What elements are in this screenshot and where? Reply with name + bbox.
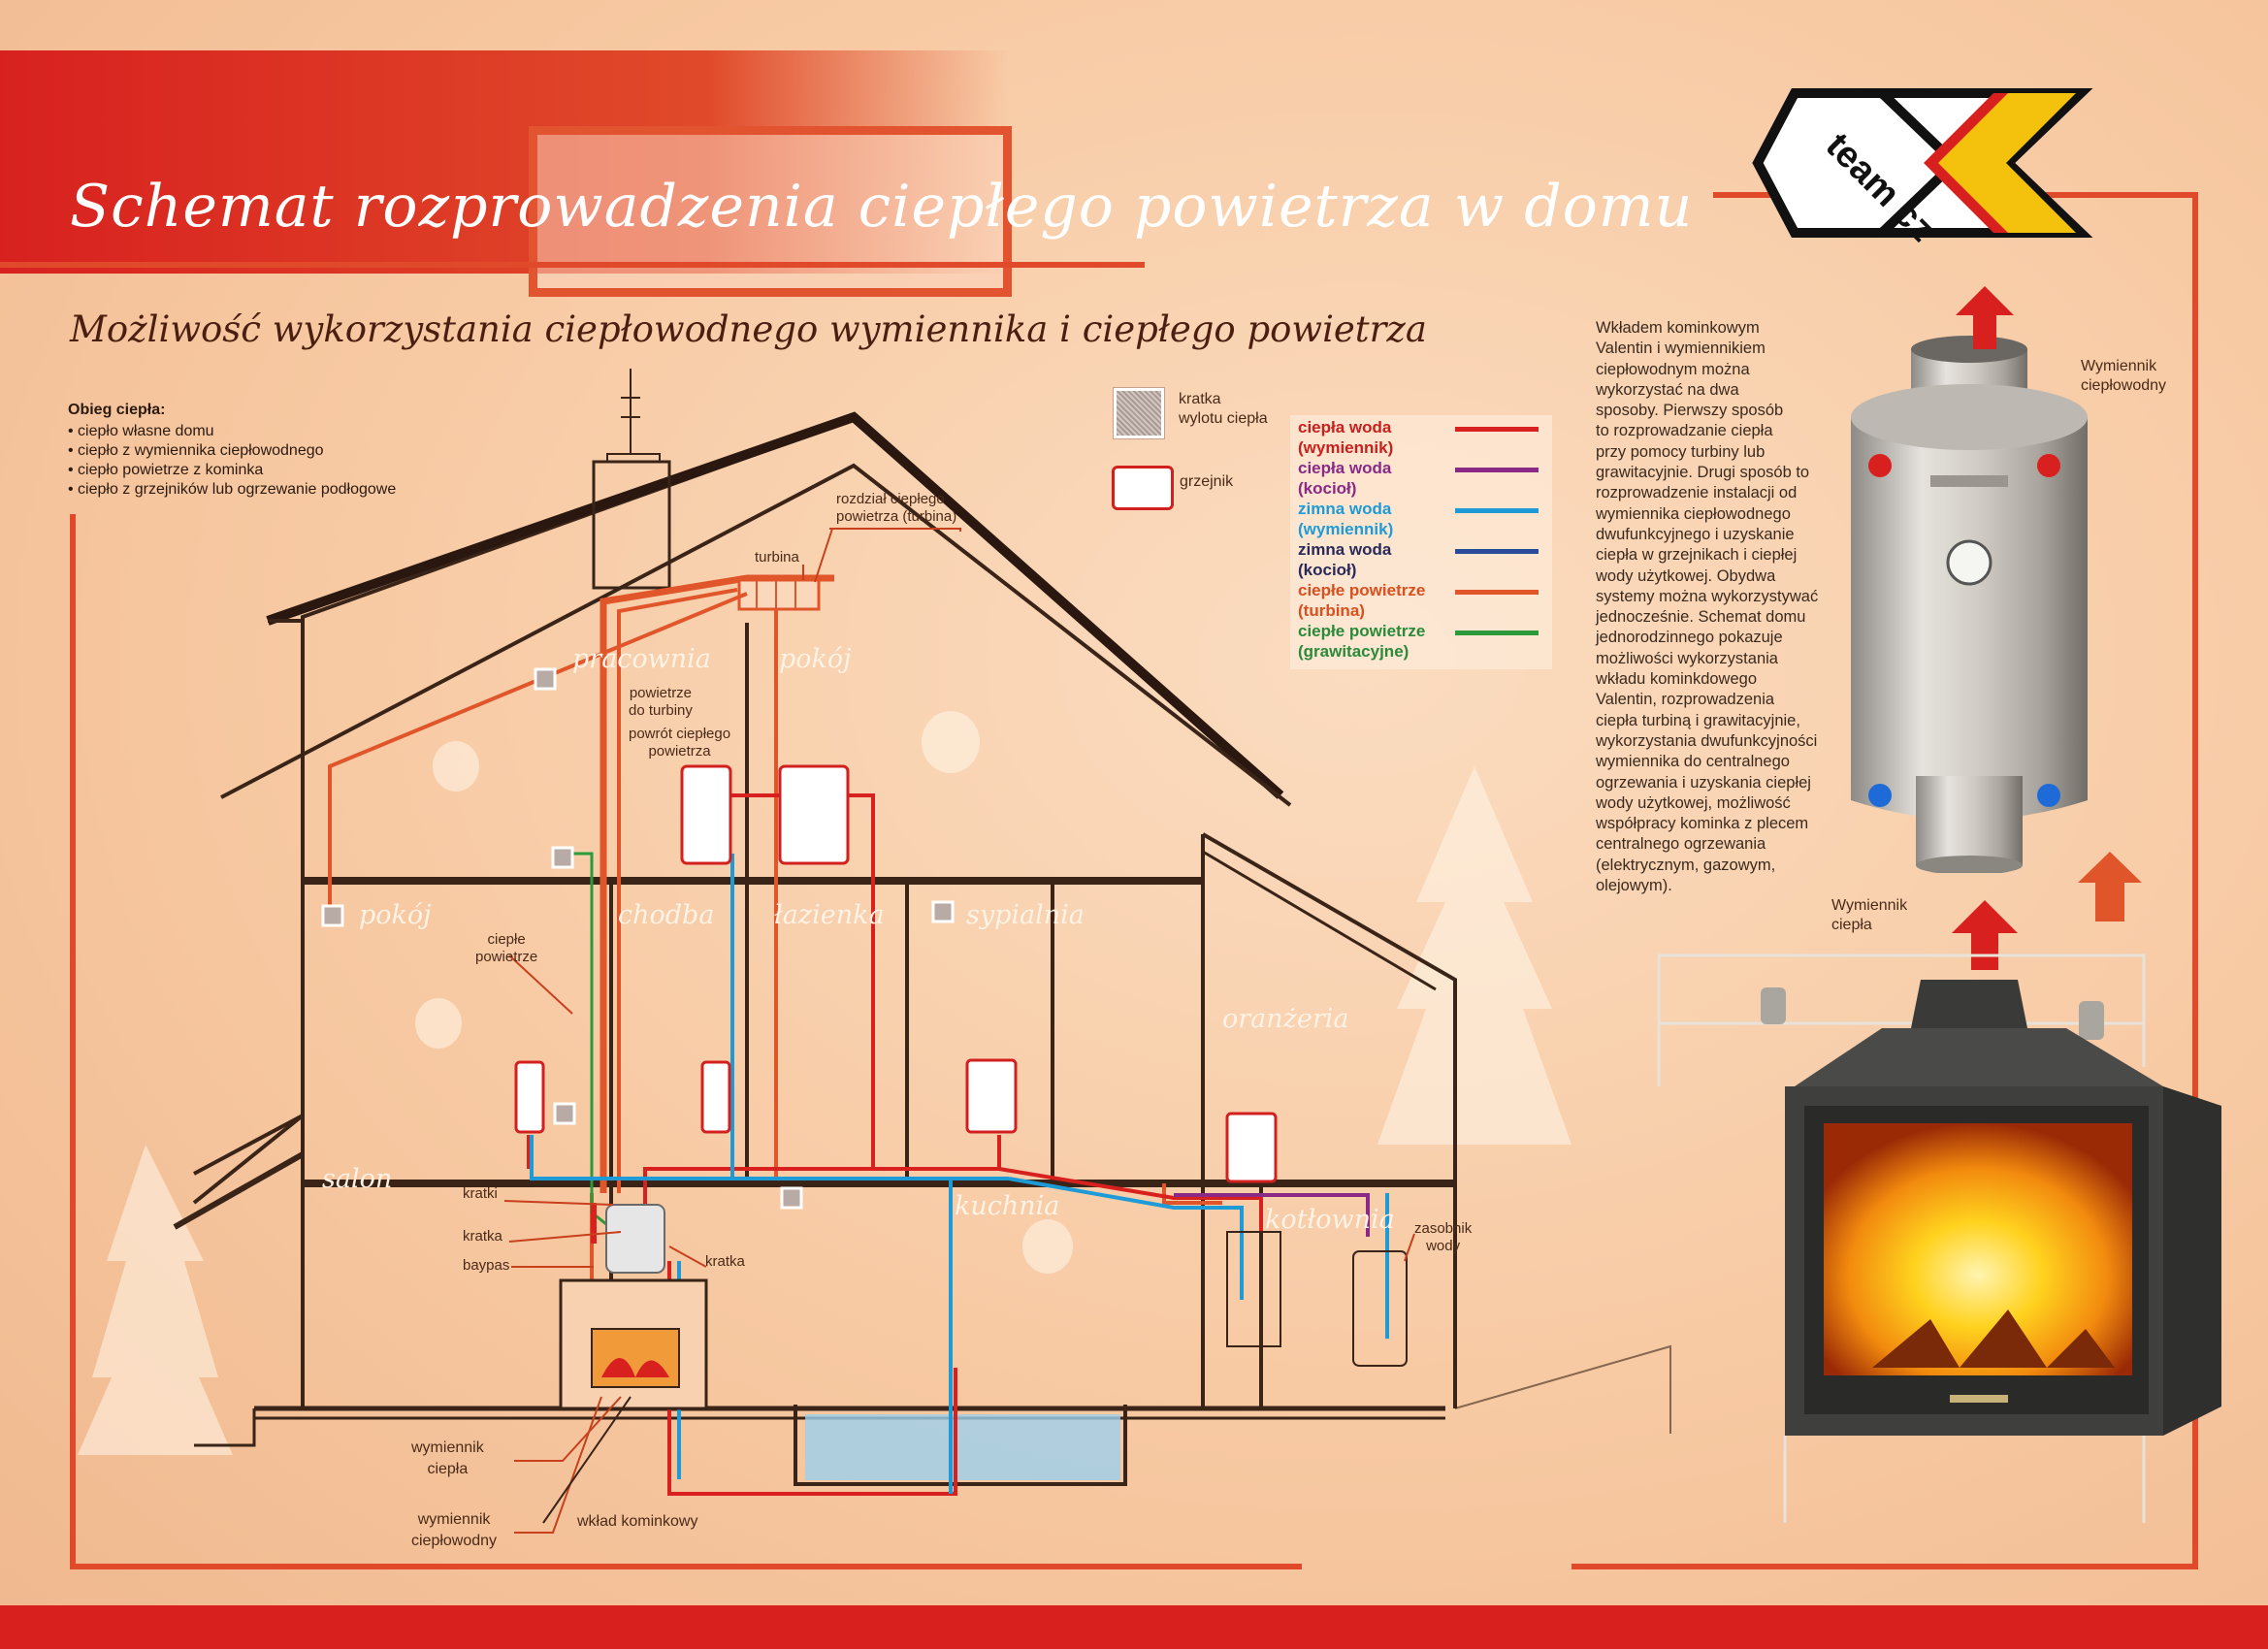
callout-rozdzial: rozdział ciepłego powietrza (turbina) xyxy=(836,491,957,525)
callout-zasobnik: zasobnik wody xyxy=(1414,1220,1473,1254)
room-label-kotlownia: kotłownia xyxy=(1265,1205,1395,1235)
room-label-salon: salon xyxy=(322,1164,393,1194)
radiator xyxy=(514,1060,545,1134)
label-wymiennik-ciepla: Wymiennik ciepła xyxy=(1831,897,1908,933)
heat-legend-item: • ciepło z grzejników lub ogrzewanie pod… xyxy=(68,481,397,498)
turbina-box xyxy=(737,578,821,611)
room-label-sypialnia: sypialnia xyxy=(966,900,1085,930)
callout-baypas: baypas xyxy=(463,1257,510,1274)
pipe-key-label: zimna woda(kocioł) xyxy=(1298,540,1392,579)
callout-kratka: kratka xyxy=(705,1253,745,1270)
callout-kratka: kratka xyxy=(463,1228,502,1245)
room-label-oranzeria: oranżeria xyxy=(1222,1004,1349,1034)
radiator xyxy=(1225,1112,1278,1183)
callout-kratki: kratki xyxy=(463,1185,498,1202)
heat-legend-item: • ciepło własne domu xyxy=(68,423,214,439)
pipe-key-swatch xyxy=(1455,468,1539,472)
callout-turbina: turbina xyxy=(755,549,799,566)
radiator xyxy=(680,764,732,865)
title-frame xyxy=(529,126,1012,297)
pipe-key-swatch xyxy=(1455,508,1539,513)
exchanger-stub xyxy=(2079,1001,2104,1040)
room-label-pracownia: pracownia xyxy=(572,644,711,674)
grzejnik-symbol-label: grzejnik xyxy=(1180,473,1234,490)
arrow-up-icon xyxy=(2078,852,2142,922)
frame-line-right xyxy=(2192,192,2198,1569)
person-silhouette xyxy=(433,741,479,792)
frame-line-bottom-right xyxy=(1571,1564,2198,1569)
exchanger-stub xyxy=(1761,987,1786,1024)
heat-exchanger-image xyxy=(1851,336,2088,873)
person-silhouette xyxy=(922,711,980,773)
fire-glass xyxy=(1824,1123,2132,1375)
callout-wymiennik-ciepla: wymiennik ciepła xyxy=(411,1439,484,1477)
pipe-key-swatch xyxy=(1455,427,1539,432)
bottom-bar xyxy=(0,1605,2268,1649)
room-label-pokoj: pokój xyxy=(359,900,432,930)
label-wymiennik-cieplowodny: Wymiennik ciepłowodny xyxy=(2081,358,2167,394)
room-label-chodba: chodba xyxy=(618,900,715,930)
frame-line-bottom xyxy=(70,1564,1302,1569)
arrow-up-icon xyxy=(1952,900,2018,970)
pipe-key-label: ciepła woda(wymiennik) xyxy=(1298,418,1394,457)
arrow-up-icon xyxy=(1956,286,2014,349)
room-label-lazienka: łazienka xyxy=(774,900,885,930)
team-cz-logo: team cz xyxy=(1746,76,2105,250)
radiator xyxy=(778,764,850,865)
pipe-key-label: zimna woda(wymiennik) xyxy=(1298,500,1394,538)
room-label-pokoj: pokój xyxy=(779,644,852,674)
pipe-key-label: ciepłe powietrze(turbina) xyxy=(1298,581,1426,620)
grzejnik-symbol-icon xyxy=(1112,466,1174,510)
tree-silhouette xyxy=(1377,766,1571,1145)
callout-wklad-kominkowy: wkład kominkowy xyxy=(577,1513,698,1530)
callout-cieple-powietrze: ciepłe powietrze xyxy=(475,931,538,965)
person-silhouette xyxy=(1022,1219,1073,1274)
radiator xyxy=(700,1060,731,1134)
kratka-symbol-label: kratka wylotu ciepła xyxy=(1179,391,1268,427)
kratka-symbol-icon xyxy=(1114,388,1164,438)
pipe-key: ciepła woda(wymiennik) ciepła woda(kocio… xyxy=(1290,415,1552,669)
callout-powrot: powrót ciepłego powietrza xyxy=(629,726,731,760)
page-title: Schemat rozprowadzenia ciepłego powietrz… xyxy=(70,173,1694,241)
boiler xyxy=(1226,1231,1281,1347)
pipe-key-swatch xyxy=(1455,590,1539,595)
person-silhouette xyxy=(415,998,462,1049)
radiator xyxy=(965,1058,1018,1134)
callout-wymiennik-cieplowodny: wymiennik ciepłowodny xyxy=(411,1511,498,1549)
small-exchanger xyxy=(605,1204,665,1274)
frame-line-left xyxy=(70,514,76,1569)
water-tank xyxy=(1352,1250,1408,1367)
heat-legend-item: • ciepło z wymiennika ciepłowodnego xyxy=(68,442,324,459)
page-subtitle: Możliwość wykorzystania ciepłowodnego wy… xyxy=(70,308,1427,350)
pipe-key-label: ciepłe powietrze(grawitacyjne) xyxy=(1298,622,1426,661)
title-underline xyxy=(0,262,1145,268)
heat-legend-item: • ciepło powietrze z kominka xyxy=(68,462,264,478)
callout-powietrze-do-turbiny: powietrze do turbiny xyxy=(629,685,693,719)
heat-legend-title: Obieg ciepła: xyxy=(68,402,166,418)
fireplace-photo xyxy=(1657,954,2221,1523)
room-label-kuchnia: kuchnia xyxy=(955,1191,1060,1221)
pool xyxy=(805,1414,1120,1480)
pipe-key-swatch xyxy=(1455,549,1539,554)
tree-silhouette xyxy=(78,1145,233,1455)
pipe-key-swatch xyxy=(1455,630,1539,635)
pipe-key-label: ciepła woda(kocioł) xyxy=(1298,459,1392,498)
